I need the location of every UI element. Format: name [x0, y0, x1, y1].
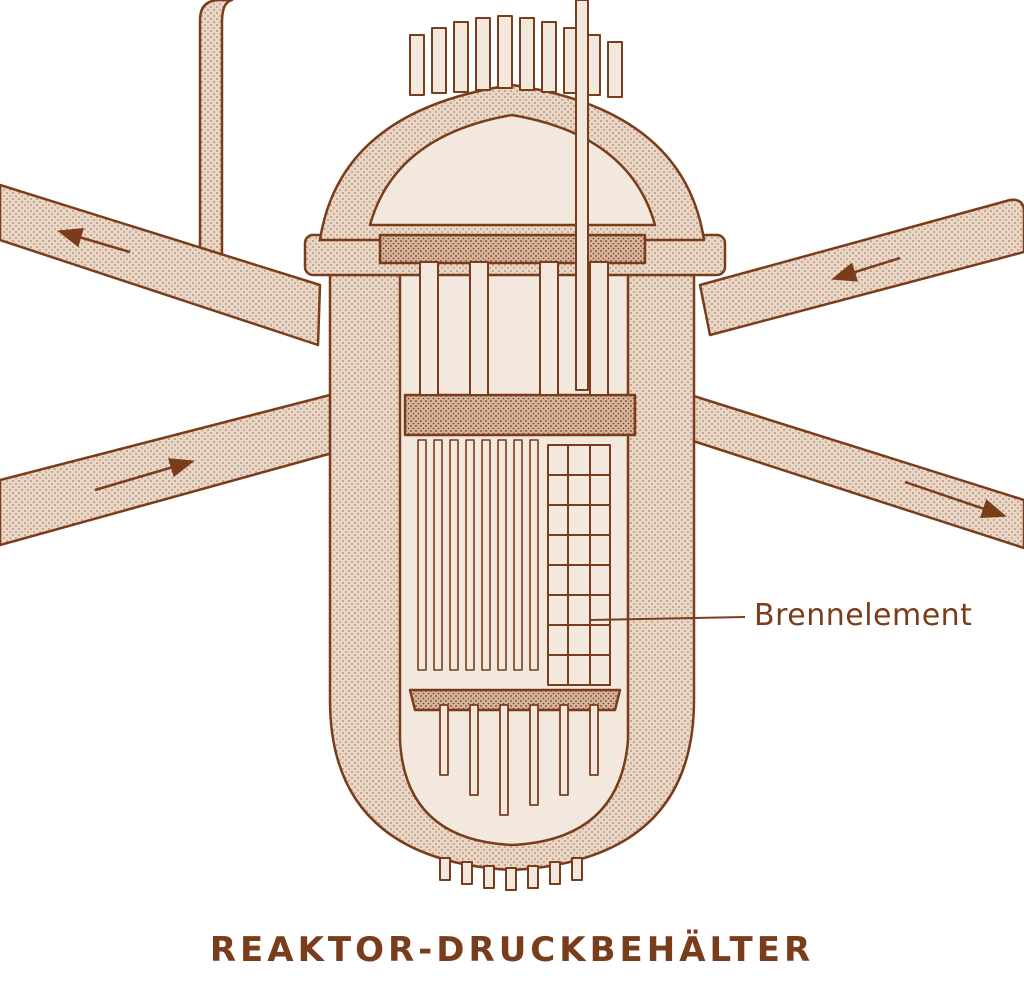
bottom-nozzles — [439, 857, 583, 891]
vent-pipe — [198, 0, 234, 264]
fuel-element-label: Brennelement — [754, 598, 973, 633]
upper-support-plate — [378, 233, 647, 265]
lower-support-columns — [439, 704, 599, 816]
fuel-element-leader — [589, 616, 746, 621]
fuel-element — [547, 444, 611, 686]
outlet-pipe-lower-right — [658, 391, 1024, 550]
flow-arrow-in-left — [94, 458, 195, 492]
control-rod-drives — [409, 15, 623, 98]
flow-arrow-in-right — [831, 256, 901, 282]
inlet-pipe-lower-left — [0, 393, 338, 547]
diagram-caption: REAKTOR-DRUCKBEHÄLTER — [209, 930, 815, 970]
guide-tubes — [419, 261, 609, 396]
inlet-pipe-upper-right — [698, 198, 1024, 337]
upper-core-plate — [403, 393, 637, 437]
outlet-pipe-upper-left — [0, 183, 322, 347]
flow-arrow-out-right — [904, 480, 1007, 519]
fuel-rods — [417, 439, 539, 671]
control-rod — [575, 0, 589, 391]
flow-arrow-out-left — [57, 228, 131, 254]
